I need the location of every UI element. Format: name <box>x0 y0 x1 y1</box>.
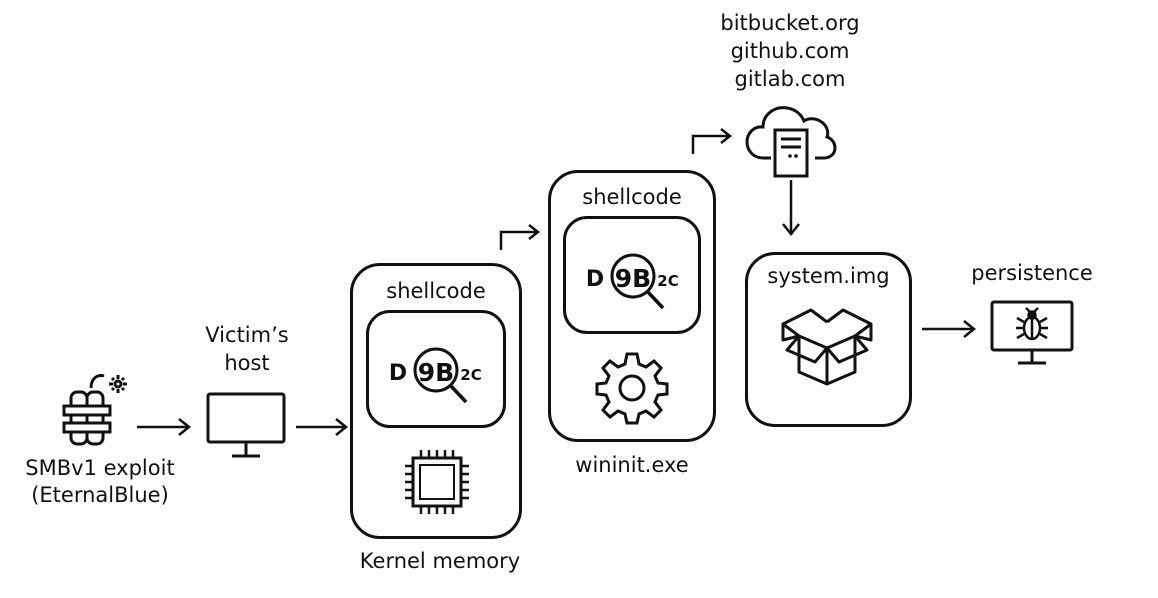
logo-text-2c: 2C <box>657 272 678 290</box>
wininit-stage-title: shellcode <box>582 185 682 209</box>
exploit-label-line2: (EternalBlue) <box>31 483 169 507</box>
bomb-icon <box>62 374 127 446</box>
exploit-label-line1: SMBv1 exploit <box>25 456 175 480</box>
victim-label-line2: host <box>224 351 270 375</box>
logo-text-2c: 2C <box>460 366 481 384</box>
d9b2c-logo: D 9B 2C <box>389 347 482 404</box>
hosting-site-bitbucket: bitbucket.org <box>720 11 860 35</box>
gear-icon <box>595 352 669 425</box>
payload-box <box>745 252 912 427</box>
persistence-title: persistence <box>971 261 1093 285</box>
arrow-cloud-to-payload <box>782 180 800 237</box>
cpu-chip-icon <box>405 450 469 514</box>
logo-text-9b: 9B <box>615 264 651 293</box>
d9b2c-logo: D 9B 2C <box>586 253 679 310</box>
open-box-icon <box>781 308 873 386</box>
arrow-exploit-to-victim <box>137 418 192 436</box>
kernel-stage-caption: Kernel memory <box>359 549 521 573</box>
wininit-shellcode-box <box>563 216 701 334</box>
kernel-stage-title: shellcode <box>386 279 486 303</box>
logo-letter-d: D <box>389 361 407 386</box>
cloud-server-icon <box>745 106 837 178</box>
monitor-icon <box>206 392 286 458</box>
arrow-wininit-to-cloud <box>691 128 733 154</box>
wininit-stage-caption: wininit.exe <box>575 453 689 477</box>
victim-label-line1: Victim’s <box>205 323 289 347</box>
payload-title: system.img <box>767 264 890 288</box>
logo-letter-d: D <box>586 267 604 292</box>
hosting-site-gitlab: gitlab.com <box>734 67 846 91</box>
hosting-site-github: github.com <box>730 39 850 63</box>
bug-monitor-icon <box>990 300 1074 365</box>
arrow-victim-to-kernel <box>296 418 349 436</box>
arrow-payload-to-persistence <box>922 320 977 338</box>
logo-text-9b: 9B <box>418 358 454 387</box>
kernel-shellcode-box <box>366 310 506 428</box>
arrow-kernel-to-wininit <box>499 224 541 250</box>
